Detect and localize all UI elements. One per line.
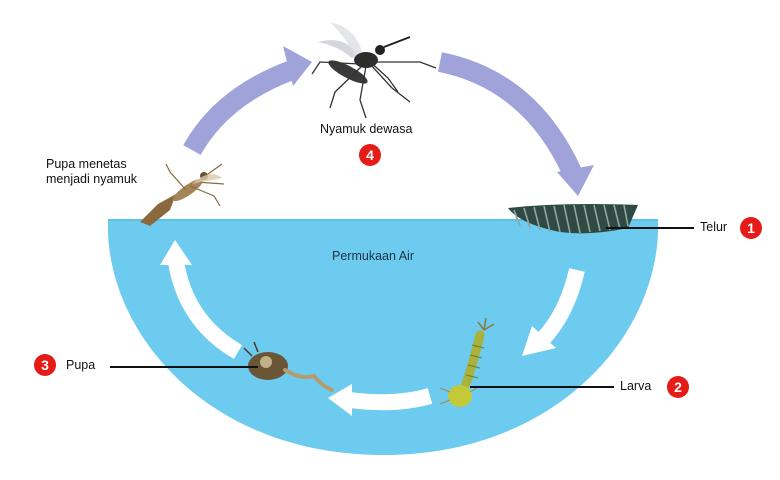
egg-raft-icon bbox=[508, 204, 638, 234]
pupa-stage-number: 3 bbox=[34, 354, 56, 376]
emerging-mosquito-icon bbox=[140, 163, 225, 226]
arrow-egg-to-larva bbox=[536, 268, 585, 346]
arrow-adult-to-egg-head bbox=[557, 165, 594, 196]
pupa-stage-label: Pupa bbox=[66, 358, 96, 372]
pupa-leader-line bbox=[110, 366, 258, 368]
pupa-icon bbox=[243, 341, 334, 392]
hatch-label-line2: menjadi nyamuk bbox=[46, 172, 138, 186]
larva-stage-number: 2 bbox=[667, 376, 689, 398]
arrow-pupa-to-hatch-head bbox=[160, 240, 192, 265]
larva-icon bbox=[439, 317, 495, 407]
adult-stage-number: 4 bbox=[359, 144, 381, 166]
hatch-label-line1: Pupa menetas bbox=[46, 157, 127, 171]
arrow-pupa-to-adult-head bbox=[283, 46, 312, 86]
larva-leader-line bbox=[470, 386, 614, 388]
arrow-pupa-to-adult bbox=[183, 60, 296, 156]
mosquito-adult-icon bbox=[311, 22, 437, 119]
arrow-egg-to-larva-head bbox=[522, 326, 556, 356]
egg-stage-label: Telur bbox=[700, 220, 728, 234]
water-basin bbox=[107, 220, 659, 455]
arrow-larva-to-pupa-head bbox=[328, 384, 352, 416]
egg-leader-line bbox=[606, 227, 694, 229]
adult-stage-label: Nyamuk dewasa bbox=[320, 122, 413, 136]
arrow-larva-to-pupa bbox=[348, 388, 433, 411]
arrow-pupa-to-hatch bbox=[168, 260, 243, 359]
hatch-label: Pupa menetas menjadi nyamuk bbox=[46, 157, 137, 187]
water-surface-label: Permukaan Air bbox=[332, 249, 414, 263]
larva-stage-label: Larva bbox=[620, 379, 652, 393]
arrow-adult-to-egg bbox=[437, 52, 582, 177]
egg-stage-number: 1 bbox=[740, 217, 762, 239]
